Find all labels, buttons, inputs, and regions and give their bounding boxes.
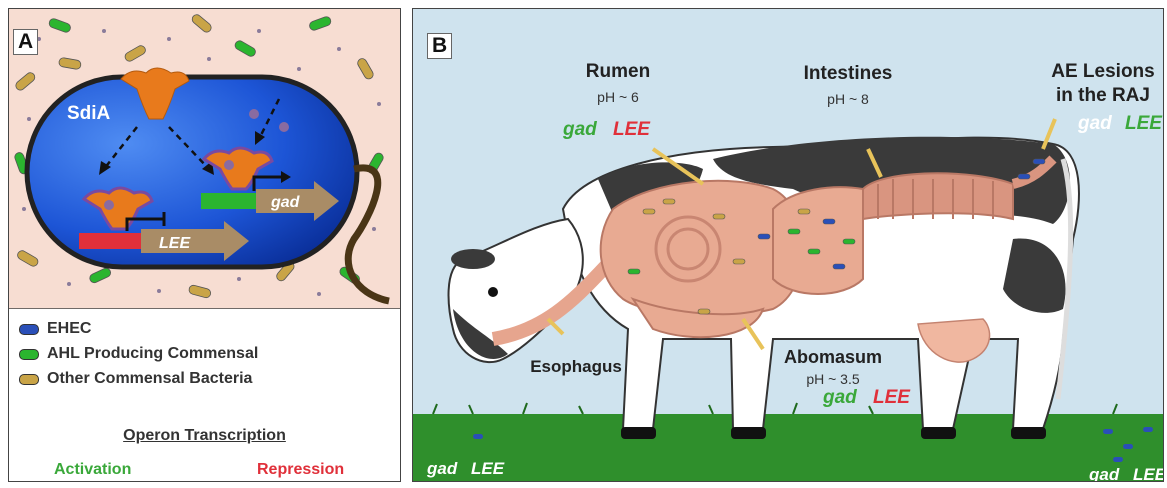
ae-title-2: in the RAJ — [1033, 85, 1164, 107]
panel-b: B Rumen pH ~ 6 gad LEE Intestines pH ~ 8… — [412, 8, 1164, 482]
grass — [413, 414, 1164, 482]
ground-right-gad: gad — [1089, 465, 1119, 482]
panel-a: SdiA LEE gad — [8, 8, 401, 482]
repression-label: Repression — [257, 461, 344, 479]
ground-left-gad: gad — [427, 459, 457, 479]
abomasum-ph: pH ~ 3.5 — [773, 371, 893, 387]
ae-title-1: AE Lesions — [1033, 61, 1164, 83]
sdia-label: SdiA — [67, 103, 111, 124]
cow-eye — [488, 287, 498, 297]
intestines-ph: pH ~ 8 — [778, 91, 918, 107]
other-swatch-icon — [19, 374, 39, 385]
panel-a-tag: A — [13, 29, 38, 55]
lee-promoter — [79, 233, 147, 249]
ae-lee: LEE — [1125, 113, 1162, 135]
panel-b-tag: B — [427, 33, 452, 59]
abomasum-lee: LEE — [873, 387, 910, 409]
legend-item-ahl: AHL Producing Commensal — [19, 344, 258, 364]
gad-label: gad — [270, 194, 301, 211]
legend-item-ehec: EHEC — [19, 319, 91, 339]
bacterium-diagram: SdiA LEE gad — [9, 9, 400, 309]
rumen-ph: pH ~ 6 — [563, 89, 673, 105]
operon-title: Operon Transcription — [9, 427, 400, 445]
ground-right-lee: LEE — [1133, 465, 1164, 482]
ahl-swatch-icon — [19, 349, 39, 360]
ground-left-lee: LEE — [471, 459, 504, 479]
abomasum-title: Abomasum — [773, 347, 893, 368]
intestines-title: Intestines — [778, 63, 918, 85]
rumen-title: Rumen — [563, 61, 673, 83]
activation-label: Activation — [54, 461, 131, 479]
gad-promoter — [201, 193, 261, 209]
esophagus-label: Esophagus — [521, 357, 631, 377]
rumen-lee: LEE — [613, 119, 650, 141]
legend-item-other: Other Commensal Bacteria — [19, 369, 252, 389]
lee-label: LEE — [159, 235, 191, 252]
abomasum-gad: gad — [823, 387, 857, 409]
rumen-gad: gad — [563, 119, 597, 141]
ae-gad: gad — [1078, 113, 1112, 135]
ehec-swatch-icon — [19, 324, 39, 335]
